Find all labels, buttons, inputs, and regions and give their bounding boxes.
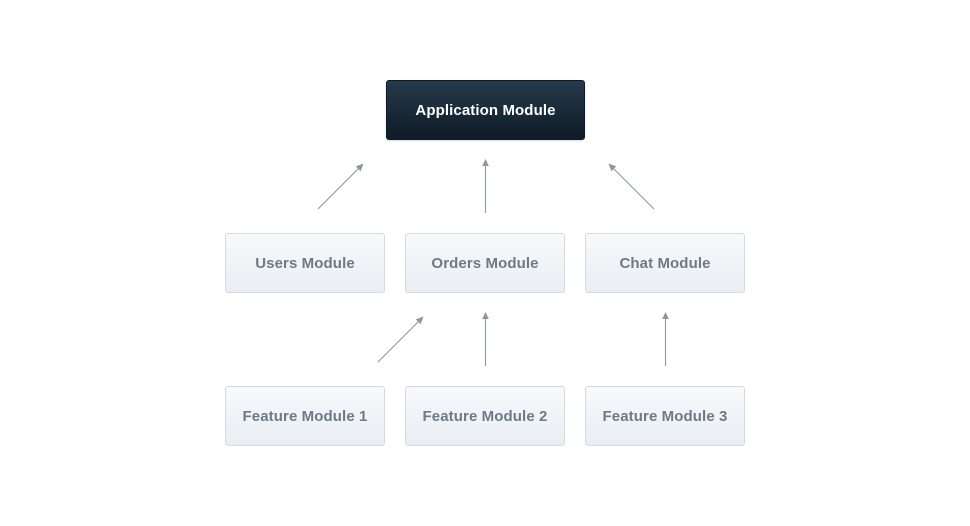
orders-module-node: Orders Module — [405, 233, 565, 293]
arrow-feature2-to-orders — [482, 312, 489, 366]
users-module-node: Users Module — [225, 233, 385, 293]
arrow-orders-to-application — [482, 159, 489, 213]
arrow-users-to-application — [317, 163, 364, 210]
feature-module-3-node: Feature Module 3 — [585, 386, 745, 446]
arrow-chat-to-application — [608, 163, 655, 210]
feature-module-2-node: Feature Module 2 — [405, 386, 565, 446]
application-module-node: Application Module — [386, 80, 585, 140]
arrow-feature3-to-chat — [662, 312, 669, 366]
feature-module-1-node: Feature Module 1 — [225, 386, 385, 446]
arrow-feature1-to-orders — [377, 316, 424, 363]
chat-module-node: Chat Module — [585, 233, 745, 293]
